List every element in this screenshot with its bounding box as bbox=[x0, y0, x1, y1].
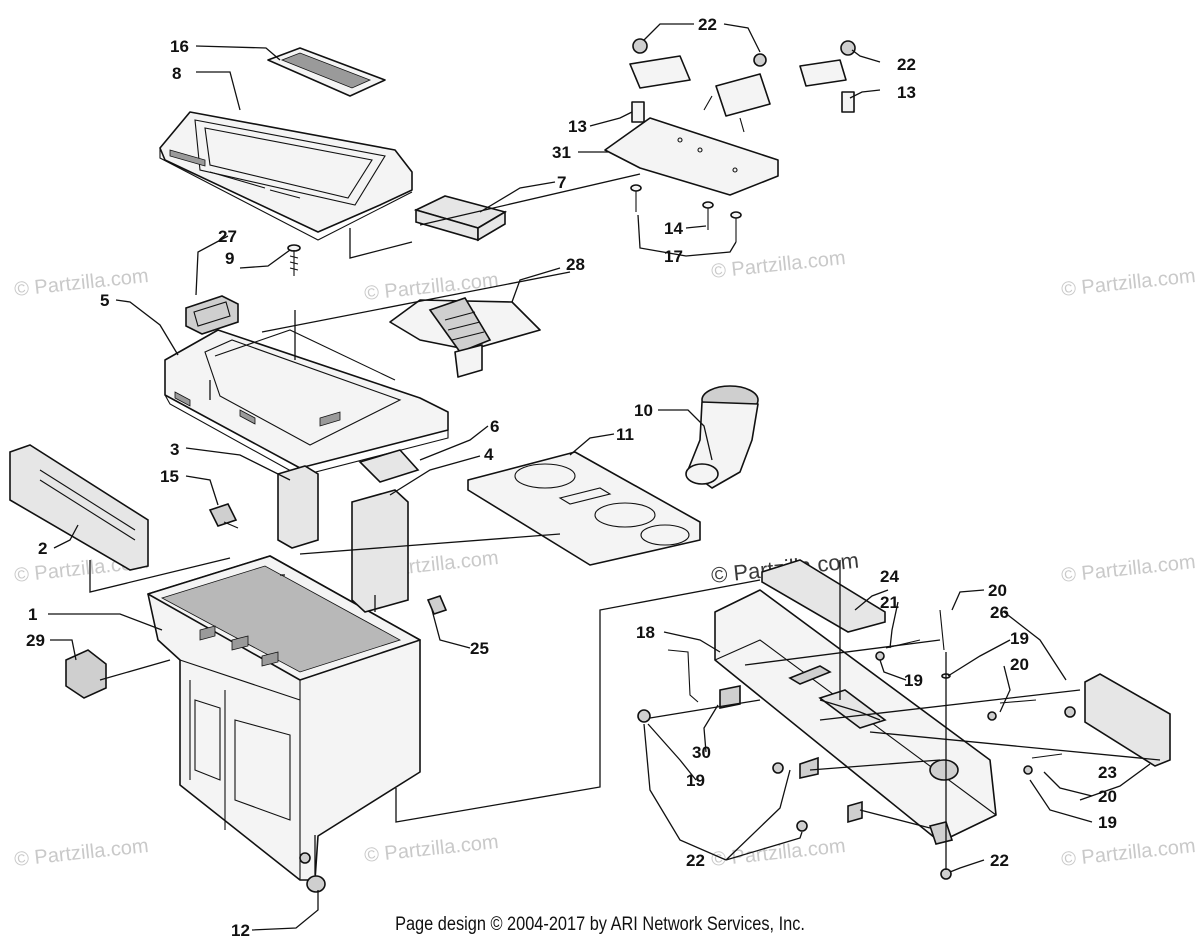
leader-lines bbox=[48, 23, 1151, 931]
callout-20b: 20 bbox=[1010, 655, 1029, 674]
callout-20c: 20 bbox=[1098, 787, 1117, 806]
callout-7: 7 bbox=[557, 173, 566, 192]
callouts: 1 2 3 4 5 6 7 8 9 10 11 12 13 13 14 15 1… bbox=[26, 15, 1117, 940]
callout-22c: 22 bbox=[686, 851, 705, 870]
callout-23: 23 bbox=[1098, 763, 1117, 782]
mounting-bracket bbox=[604, 117, 779, 196]
callout-19d: 19 bbox=[1098, 813, 1117, 832]
watermark: © Partzilla.com bbox=[710, 835, 846, 871]
solenoid-right bbox=[799, 40, 856, 87]
intake-elbow bbox=[685, 385, 759, 489]
callout-19b: 19 bbox=[904, 671, 923, 690]
callout-20a: 20 bbox=[988, 581, 1007, 600]
silencer-lid bbox=[761, 559, 886, 633]
callout-5: 5 bbox=[100, 291, 109, 310]
watermark: © Partzilla.com bbox=[13, 265, 149, 301]
callout-4: 4 bbox=[484, 445, 494, 464]
relay-center bbox=[703, 53, 771, 133]
foam-seal bbox=[358, 449, 420, 483]
foam-baffle-large bbox=[351, 489, 409, 613]
callout-15: 15 bbox=[160, 467, 179, 486]
gasket-plate bbox=[467, 451, 701, 566]
callout-8: 8 bbox=[172, 64, 181, 83]
watermark: © Partzilla.com bbox=[1060, 265, 1196, 301]
callout-2: 2 bbox=[38, 539, 47, 558]
airbox-cover bbox=[159, 111, 413, 241]
airbox-base bbox=[147, 555, 421, 881]
hardware-small bbox=[637, 609, 1076, 880]
duct-boot bbox=[389, 297, 541, 378]
callout-16: 16 bbox=[170, 37, 189, 56]
callout-28: 28 bbox=[566, 255, 585, 274]
callout-14: 14 bbox=[664, 219, 683, 238]
alignment-lines bbox=[89, 173, 1161, 875]
callout-19c: 19 bbox=[686, 771, 705, 790]
solenoid-left bbox=[629, 38, 691, 89]
decal bbox=[267, 47, 386, 97]
watermark: © Partzilla.com bbox=[363, 831, 499, 867]
screws-bracket bbox=[630, 184, 742, 242]
filter-block bbox=[1084, 673, 1171, 767]
callout-22b: 22 bbox=[897, 55, 916, 74]
callout-12: 12 bbox=[231, 921, 250, 940]
grommet-bolt bbox=[208, 503, 239, 529]
callout-6: 6 bbox=[490, 417, 499, 436]
callout-10: 10 bbox=[634, 401, 653, 420]
latch-clip bbox=[65, 649, 107, 699]
fitting-25 bbox=[426, 595, 448, 615]
callout-3: 3 bbox=[170, 440, 179, 459]
watermark: © Partzilla.com bbox=[710, 247, 846, 283]
watermark: © Partzilla.com bbox=[13, 835, 149, 871]
callout-1: 1 bbox=[28, 605, 37, 624]
callout-17: 17 bbox=[664, 247, 683, 266]
spacers bbox=[631, 91, 855, 123]
side-panel bbox=[9, 444, 149, 571]
callout-25: 25 bbox=[470, 639, 489, 658]
callout-9: 9 bbox=[225, 249, 234, 268]
screw bbox=[287, 244, 301, 276]
callout-22d: 22 bbox=[990, 851, 1009, 870]
callout-29: 29 bbox=[26, 631, 45, 650]
callout-31: 31 bbox=[552, 143, 571, 162]
air-filter-pad bbox=[413, 195, 508, 242]
callout-11: 11 bbox=[616, 425, 634, 444]
callout-27: 27 bbox=[218, 227, 237, 246]
callout-24: 24 bbox=[880, 567, 899, 586]
callout-18: 18 bbox=[636, 623, 655, 642]
airbox-housing-middle bbox=[164, 329, 449, 477]
callout-19a: 19 bbox=[1010, 629, 1029, 648]
intake-grommet bbox=[185, 295, 239, 335]
drain-plug bbox=[306, 875, 326, 893]
callout-22a: 22 bbox=[698, 15, 717, 34]
watermark: © Partzilla.com bbox=[1060, 551, 1196, 587]
callout-21: 21 bbox=[880, 593, 899, 612]
callout-30: 30 bbox=[692, 743, 711, 762]
callout-26: 26 bbox=[990, 603, 1009, 622]
footer-credit: Page design © 2004-2017 by ARI Network S… bbox=[395, 914, 805, 935]
callout-13b: 13 bbox=[897, 83, 916, 102]
callout-13a: 13 bbox=[568, 117, 587, 136]
watermark: © Partzilla.com bbox=[1060, 835, 1196, 871]
foam-baffle-small bbox=[277, 465, 319, 549]
